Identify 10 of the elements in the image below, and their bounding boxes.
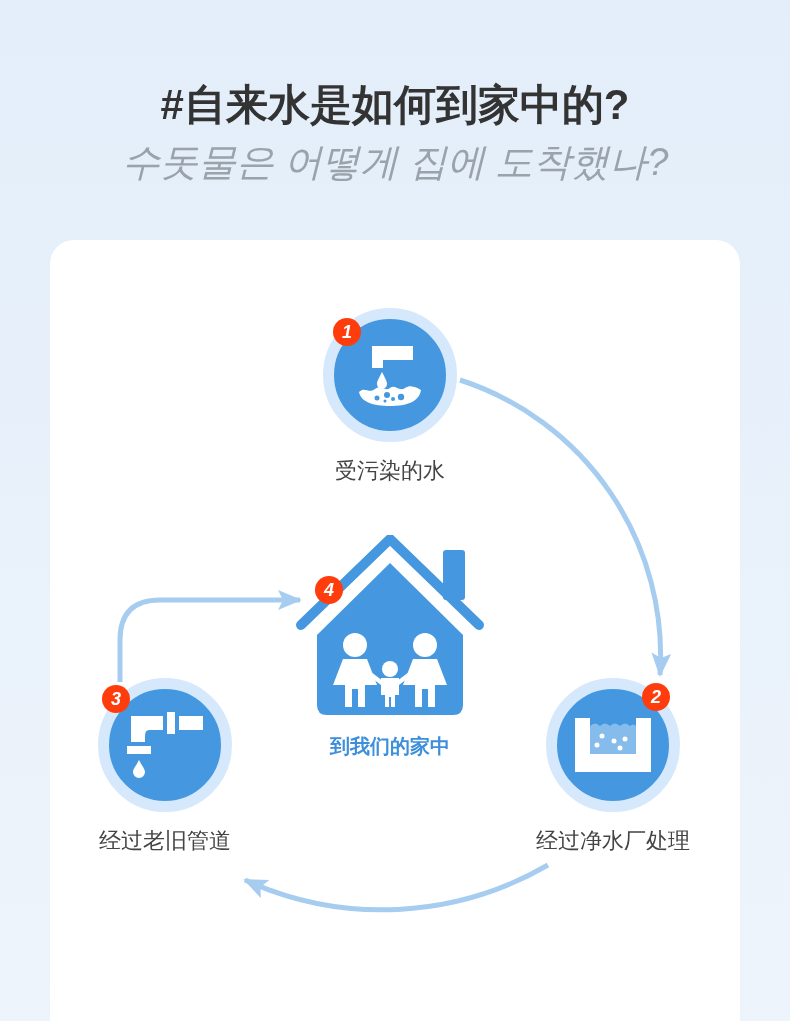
- number-badge: 2: [642, 683, 670, 711]
- subtitle: 수돗물은 어떻게 집에 도착했나?: [120, 140, 670, 185]
- arrow: [243, 862, 550, 912]
- step-caption: 经过净水厂处理: [536, 827, 690, 855]
- number-badge: 1: [333, 318, 361, 346]
- arrow: [459, 377, 671, 677]
- step-caption: 经过老旧管道: [99, 827, 231, 855]
- step-caption: 到我们的家中: [330, 734, 450, 759]
- title: #自来水是如何到家中的?: [159, 80, 631, 130]
- step-caption: 受污染的水: [335, 457, 445, 485]
